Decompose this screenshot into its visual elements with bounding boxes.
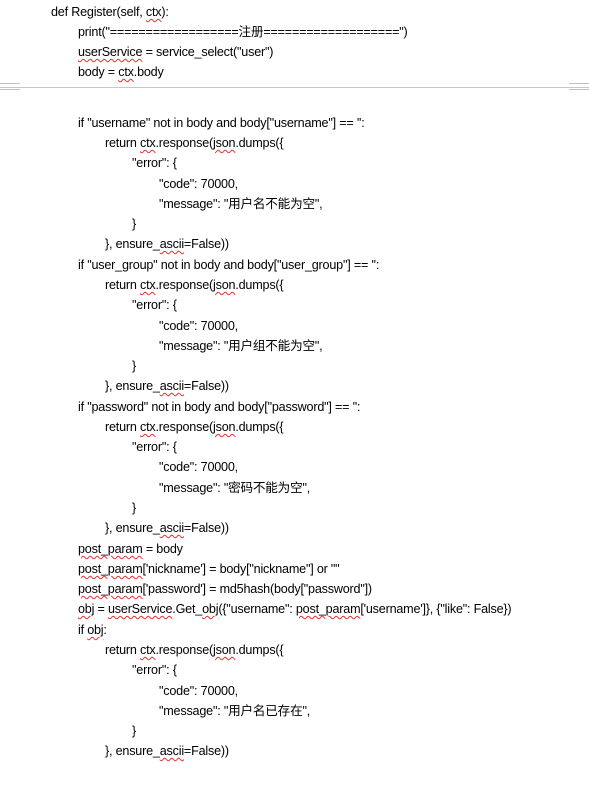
code-line: }, ensure_ascii=False))	[105, 744, 229, 758]
code-line: }	[132, 724, 137, 738]
spellcheck-word: userService	[107, 602, 173, 616]
code-line: "error": {	[132, 298, 177, 312]
spellcheck-word: ctx	[145, 5, 162, 19]
code-line: "code": 70000,	[159, 177, 238, 191]
code-line: "message": "密码不能为空",	[159, 481, 311, 495]
code-line: if obj:	[78, 623, 107, 637]
code-line: }	[132, 501, 137, 515]
page-margin-marker-left	[0, 83, 20, 90]
code-line: post_param = body	[78, 542, 183, 556]
code-line: }	[132, 217, 137, 231]
code-line: "code": 70000,	[159, 460, 238, 474]
code-line: if "password" not in body and body["pass…	[78, 400, 361, 414]
spellcheck-word: post_param	[295, 602, 361, 616]
spellcheck-word: ascii	[159, 379, 184, 393]
code-line: }	[132, 359, 137, 373]
spellcheck-word: ctx	[118, 65, 134, 79]
spellcheck-word: ctx	[140, 278, 156, 292]
code-line: if "username" not in body and body["user…	[78, 116, 365, 130]
spellcheck-word: obj	[202, 602, 219, 616]
code-line: "error": {	[132, 663, 177, 677]
page-break-line	[0, 87, 589, 88]
code-line: body = ctx.body	[78, 65, 164, 79]
code-line: post_param['nickname'] = body["nickname"…	[78, 562, 340, 576]
code-line: }, ensure_ascii=False))	[105, 237, 229, 251]
spellcheck-word: json	[213, 278, 236, 292]
spellcheck-word: ctx	[140, 420, 156, 434]
code-line: return ctx.response(json.dumps({	[105, 278, 284, 292]
code-line: "message": "用户名不能为空",	[159, 197, 323, 211]
spellcheck-word: ctx	[140, 643, 156, 657]
spellcheck-word: post_param	[78, 542, 143, 556]
spellcheck-word: ascii	[159, 237, 184, 251]
spellcheck-word: obj	[87, 623, 104, 637]
spellcheck-word: json	[213, 136, 236, 150]
code-line: "message": "用户组不能为空",	[159, 339, 323, 353]
spellcheck-word: userService	[78, 45, 143, 59]
spellcheck-word: ascii	[159, 521, 184, 535]
code-line: return ctx.response(json.dumps({	[105, 136, 284, 150]
spellcheck-word: post_param	[78, 562, 143, 576]
code-line: return ctx.response(json.dumps({	[105, 643, 284, 657]
page-margin-marker-right	[569, 83, 589, 90]
spellcheck-word: post_param	[78, 582, 143, 596]
code-line: }, ensure_ascii=False))	[105, 379, 229, 393]
spellcheck-word: ascii	[159, 744, 184, 758]
code-line: userService = service_select("user")	[78, 45, 274, 59]
spellcheck-word: obj	[78, 602, 95, 616]
code-line: "code": 70000,	[159, 319, 238, 333]
code-line: if "user_group" not in body and body["us…	[78, 258, 380, 272]
code-line: }, ensure_ascii=False))	[105, 521, 229, 535]
code-line: print("==================注册=============…	[78, 25, 408, 39]
code-line: return ctx.response(json.dumps({	[105, 420, 284, 434]
code-line: post_param['password'] = md5hash(body["p…	[78, 582, 372, 596]
spellcheck-word: ctx	[140, 136, 156, 150]
code-line: "code": 70000,	[159, 684, 238, 698]
spellcheck-word: json	[213, 420, 236, 434]
code-line: "message": "用户名已存在",	[159, 704, 311, 718]
code-line: "error": {	[132, 156, 177, 170]
code-line: "error": {	[132, 440, 177, 454]
code-line: obj = userService.Get_obj({"username": p…	[78, 602, 512, 616]
spellcheck-word: json	[213, 643, 236, 657]
code-line: def Register(self, ctx):	[51, 5, 169, 19]
